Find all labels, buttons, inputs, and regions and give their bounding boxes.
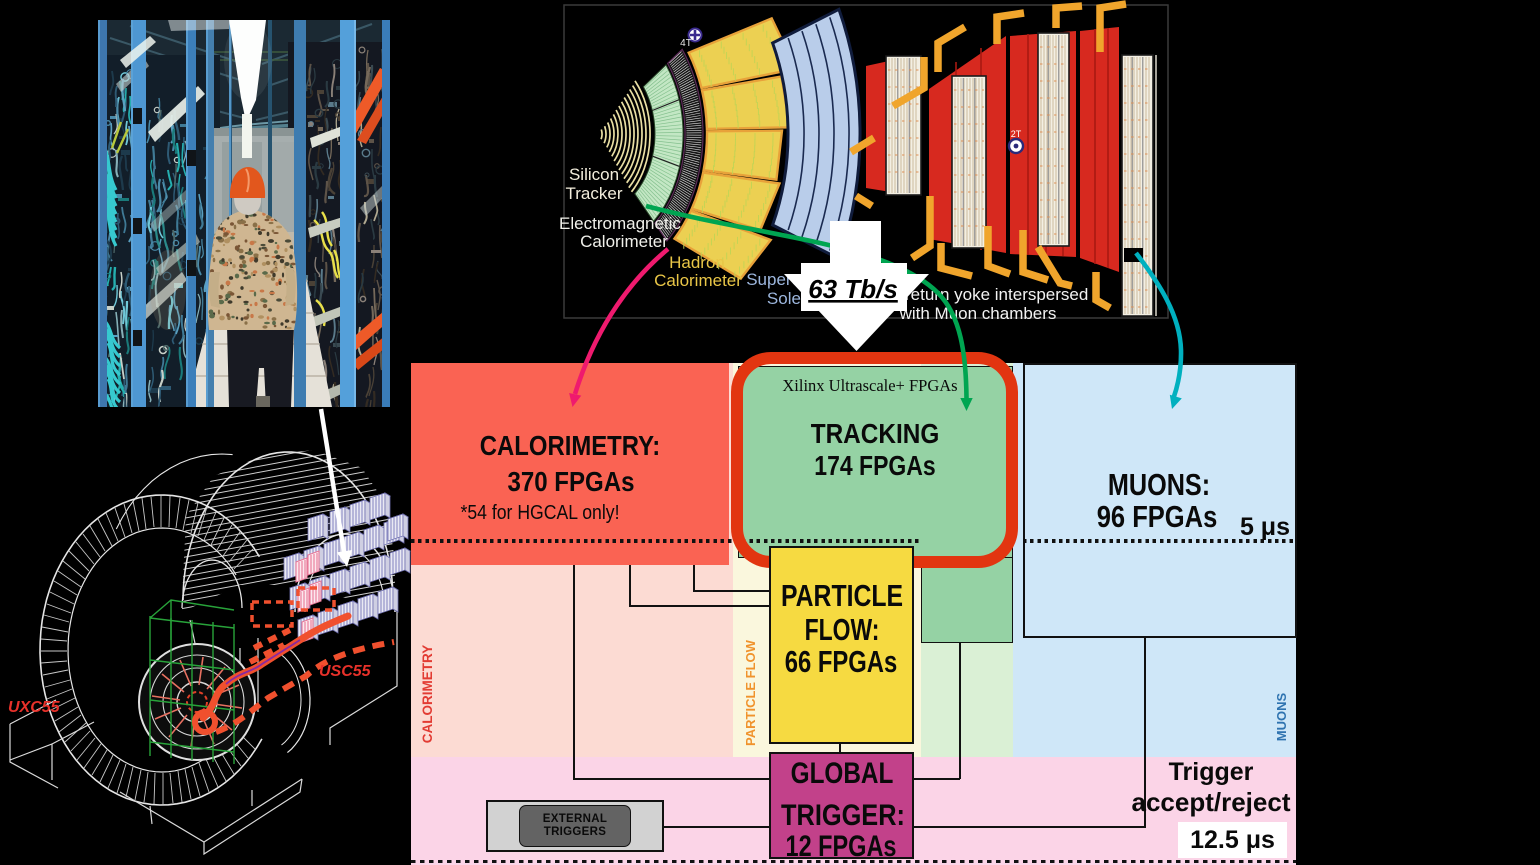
svg-text:Calorimeter: Calorimeter xyxy=(580,232,668,251)
svg-text:with Muon chambers: with Muon chambers xyxy=(899,304,1057,323)
svg-text:Tracker: Tracker xyxy=(566,184,623,203)
svg-text:USC55: USC55 xyxy=(319,663,372,680)
svg-text:2T: 2T xyxy=(1011,129,1022,139)
svg-text:UXC55: UXC55 xyxy=(8,699,61,716)
svg-text:63 Tb/s: 63 Tb/s xyxy=(808,274,898,304)
svg-text:4T: 4T xyxy=(680,38,692,49)
svg-text:Silicon: Silicon xyxy=(569,165,619,184)
svg-text:Calorimeter: Calorimeter xyxy=(654,271,742,290)
svg-text:Iron return yoke interspersed: Iron return yoke interspersed xyxy=(871,285,1088,304)
svg-text:Electromagnetic: Electromagnetic xyxy=(559,214,681,233)
svg-text:Hadron: Hadron xyxy=(669,253,725,272)
